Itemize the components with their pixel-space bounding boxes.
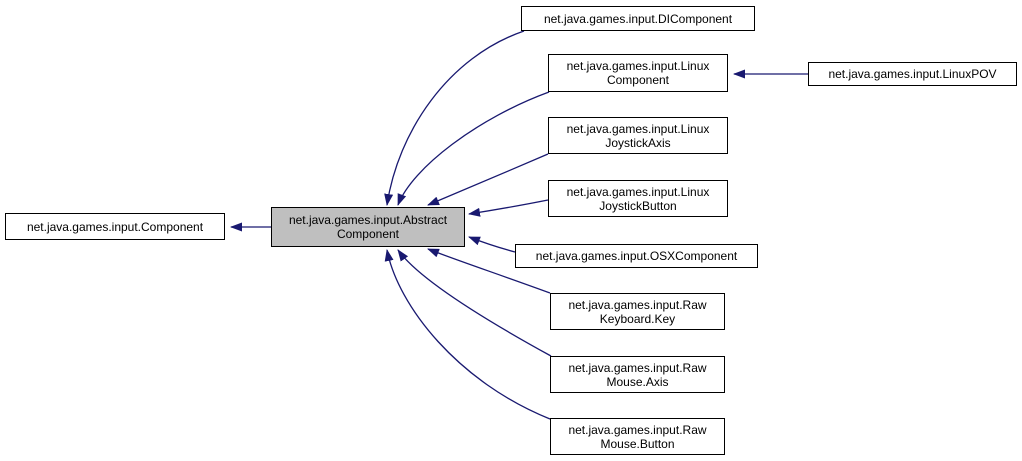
edge-raw-mouse-button-to-abstract-component <box>384 249 551 420</box>
edge-raw-keyboard-key-to-abstract-component <box>427 248 551 294</box>
node-raw-mouse-button[interactable]: net.java.games.input.Raw Mouse.Button <box>550 418 725 455</box>
node-linux-joystick-axis[interactable]: net.java.games.input.Linux JoystickAxis <box>548 117 728 154</box>
edge-osx-component-to-abstract-component <box>468 236 516 253</box>
node-raw-keyboard-key[interactable]: net.java.games.input.Raw Keyboard.Key <box>550 293 725 330</box>
node-abstract-component: net.java.games.input.Abstract Component <box>271 207 465 247</box>
edge-linux-joystick-button-to-abstract-component <box>468 199 549 217</box>
node-component[interactable]: net.java.games.input.Component <box>5 213 225 240</box>
node-linux-component[interactable]: net.java.games.input.Linux Component <box>548 54 728 92</box>
edge-linux-component-to-abstract-component <box>397 91 550 206</box>
node-linux-joystick-button[interactable]: net.java.games.input.Linux JoystickButto… <box>548 180 728 217</box>
node-raw-mouse-axis[interactable]: net.java.games.input.Raw Mouse.Axis <box>550 356 725 393</box>
node-linux-pov[interactable]: net.java.games.input.LinuxPOV <box>808 62 1017 86</box>
edge-di-component-to-abstract-component <box>384 30 525 206</box>
edge-linux-joystick-axis-to-abstract-component <box>427 153 549 206</box>
node-di-component[interactable]: net.java.games.input.DIComponent <box>521 6 755 31</box>
edge-raw-mouse-axis-to-abstract-component <box>397 249 552 357</box>
node-osx-component[interactable]: net.java.games.input.OSXComponent <box>515 244 758 268</box>
